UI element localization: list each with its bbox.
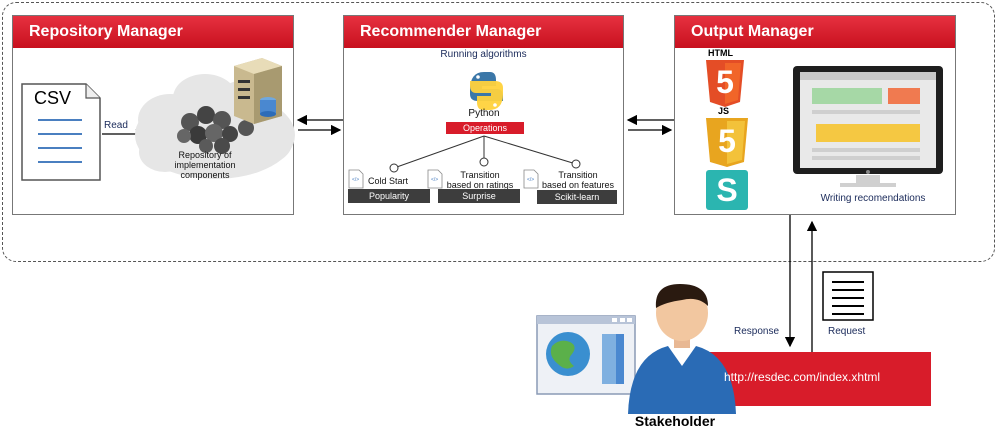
response-label: Response <box>734 326 780 337</box>
request-document-icon <box>822 271 874 321</box>
svg-text:</>: </> <box>352 177 359 183</box>
js-logo-icon <box>706 118 748 167</box>
browser-window-icon <box>536 315 636 395</box>
system-boundary <box>2 2 995 262</box>
recommender-manager-panel: Recommender Manager <box>343 15 624 215</box>
branch-2-label: Transition based on ratings <box>440 170 520 190</box>
code-doc-icon-2: </> <box>427 169 443 189</box>
surprise-bar: Surprise <box>438 189 520 203</box>
svg-text:</>: </> <box>431 177 438 183</box>
html5-number: 5 <box>716 64 734 100</box>
branch-3-label-line-2: based on features <box>541 180 615 190</box>
csv-document-icon <box>21 83 101 181</box>
repository-label-line-1: Repository of <box>178 150 232 160</box>
server-icon <box>234 58 282 124</box>
branch-1-label: Cold Start <box>364 176 412 186</box>
request-label: Request <box>828 326 866 337</box>
output-manager-title: Output Manager <box>675 16 955 48</box>
scikit-learn-bar: Scikit-learn <box>537 190 617 204</box>
code-doc-icon-1: </> <box>348 169 364 189</box>
branch-3-label: Transition based on features <box>536 170 620 190</box>
stakeholder-person-icon <box>628 284 736 414</box>
repository-label-line-2: implementation <box>174 160 236 170</box>
repository-label: Repository of implementation components <box>160 150 250 180</box>
operations-bar: Operations <box>446 122 524 134</box>
branch-1-label-line-1: Cold Start <box>367 176 409 186</box>
s-logo-icon <box>706 170 748 210</box>
popularity-bar: Popularity <box>348 189 430 203</box>
recommender-manager-title: Recommender Manager <box>344 16 623 48</box>
html5-logo-icon <box>706 60 744 107</box>
js5-number: 5 <box>718 123 736 159</box>
monitor-icon <box>793 66 943 187</box>
python-label: Python <box>468 108 500 119</box>
repository-manager-title: Repository Manager <box>13 16 293 48</box>
svg-text:</>: </> <box>527 177 534 183</box>
branch-2-label-line-1: Transition <box>460 170 500 180</box>
writing-recommendations-label: Writing recomendations <box>820 193 926 204</box>
stakeholder-label: Stakeholder <box>634 413 716 429</box>
components-cluster-icon <box>177 106 254 154</box>
running-algorithms-label: Running algorithms <box>440 49 527 60</box>
read-label: Read <box>104 120 128 131</box>
code-doc-icon-3: </> <box>523 169 539 189</box>
url-banner <box>700 352 931 406</box>
repository-label-line-3: components <box>180 170 230 180</box>
csv-label: CSV <box>34 88 72 108</box>
s-logo-letter: S <box>716 172 738 208</box>
operations-tree <box>389 135 581 173</box>
branch-2-label-line-2: based on ratings <box>446 180 514 190</box>
url-text[interactable]: http://resdec.com/index.xhtml <box>724 370 881 384</box>
branch-3-label-line-1: Transition <box>558 170 598 180</box>
python-logo-icon <box>470 72 503 110</box>
html-label: HTML <box>708 48 733 58</box>
js-label: JS <box>718 106 730 116</box>
